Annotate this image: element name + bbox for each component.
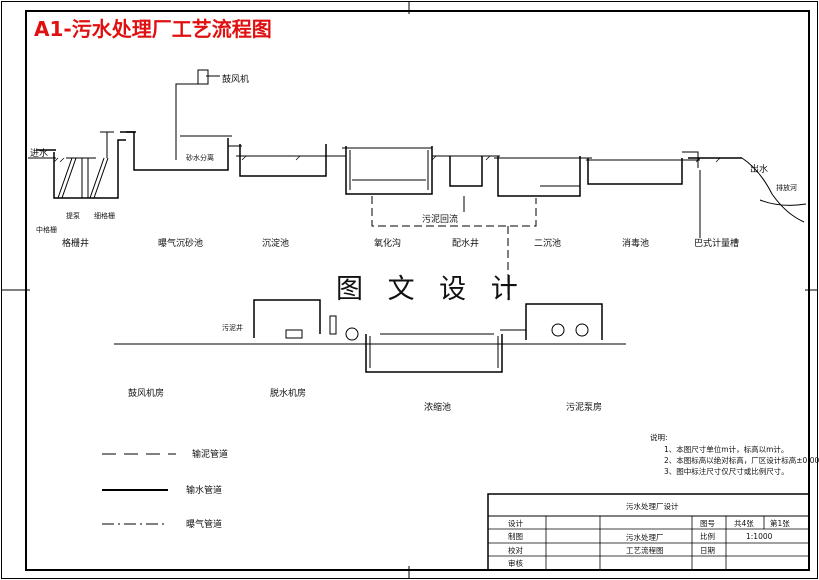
drawing-title: A1-污水处理厂工艺流程图 xyxy=(34,17,272,41)
unit-label-top: 曝气沉砂池 xyxy=(158,237,203,249)
notes-heading: 说明: xyxy=(650,432,668,442)
unit-label-top: 沉淀池 xyxy=(262,237,289,249)
legend: 输泥管道 输水管道 曝气管道 xyxy=(102,448,228,530)
legend-label: 输水管道 xyxy=(186,484,222,496)
watermark-text: 图 文 设 计 xyxy=(336,274,526,305)
title-block-row-label: 审核 xyxy=(508,558,523,568)
label-outlet: 出水 xyxy=(750,163,768,175)
title-block-sheet-current: 第1张 xyxy=(770,518,790,528)
unit-label-top: 消毒池 xyxy=(622,237,649,249)
notes-block: 说明: 1、本图尺寸单位m计，标高以m计。 2、本图标高以绝对标高，厂区设计标高… xyxy=(650,432,819,476)
title-block-row-label: 制图 xyxy=(508,531,523,541)
unit-label-bottom: 浓缩池 xyxy=(424,401,451,413)
unit-label-top: 格栅井 xyxy=(62,237,89,249)
legend-label: 输泥管道 xyxy=(192,448,228,460)
unit-label-bottom: 脱水机房 xyxy=(270,387,306,399)
title-block-sheet-total: 共4张 xyxy=(734,519,754,528)
note-item: 1、本图尺寸单位m计，标高以m计。 xyxy=(664,444,788,454)
unit-label-top: 二沉池 xyxy=(534,237,561,249)
unit-label-bottom: 污泥泵房 xyxy=(566,401,602,413)
label-blower-top: 鼓风机 xyxy=(222,73,249,85)
label-medium-screen: 中格栅 xyxy=(36,225,57,234)
unit-label-top: 配水井 xyxy=(452,237,479,249)
unit-label-bottom: 鼓风机房 xyxy=(128,387,164,399)
title-block-scale-value: 1:1000 xyxy=(746,532,773,541)
lower-process-line xyxy=(114,299,626,373)
label-fine-screen: 细格栅 xyxy=(94,211,115,220)
title-block-row-label: 设计 xyxy=(508,518,523,528)
label-sludge-well: 污泥井 xyxy=(222,323,243,332)
title-block-drawing-name: 工艺流程图 xyxy=(626,545,664,555)
title-block xyxy=(487,493,810,571)
label-river: 排放河 xyxy=(776,183,797,192)
legend-label: 曝气管道 xyxy=(186,518,222,530)
title-block-date-label: 日期 xyxy=(700,546,715,555)
title-block-scale-label: 比例 xyxy=(700,531,715,541)
title-block-project: 污水处理厂设计 xyxy=(626,501,679,511)
title-block-drawing-name: 污水处理厂 xyxy=(626,532,664,542)
title-block-text: 污水处理厂设计 设计 制图 校对 审核 污水处理厂 工艺流程图 图号 共4张 第… xyxy=(508,501,790,568)
unit-label-top: 巴式计量槽 xyxy=(694,237,739,249)
title-block-fig-no-label: 图号 xyxy=(700,519,715,528)
unit-label-top: 氧化沟 xyxy=(374,237,401,249)
label-inlet: 进水 xyxy=(30,147,48,159)
note-item: 2、本图标高以绝对标高，厂区设计标高±0.00。 xyxy=(664,455,819,465)
note-item: 3、图中标注尺寸仅尺寸或比例尺寸。 xyxy=(664,466,789,476)
title-block-row-label: 校对 xyxy=(508,545,523,555)
label-sludge-return: 污泥回流 xyxy=(422,213,458,225)
diagram-labels: 进水 鼓风机 中格栅 提泵 细格栅 砂水分离 污泥回流 出水 排放河 污泥井 格… xyxy=(30,73,797,413)
label-pump: 提泵 xyxy=(66,211,80,220)
label-grit-separator: 砂水分离 xyxy=(186,153,214,162)
upper-process-line xyxy=(28,69,807,300)
